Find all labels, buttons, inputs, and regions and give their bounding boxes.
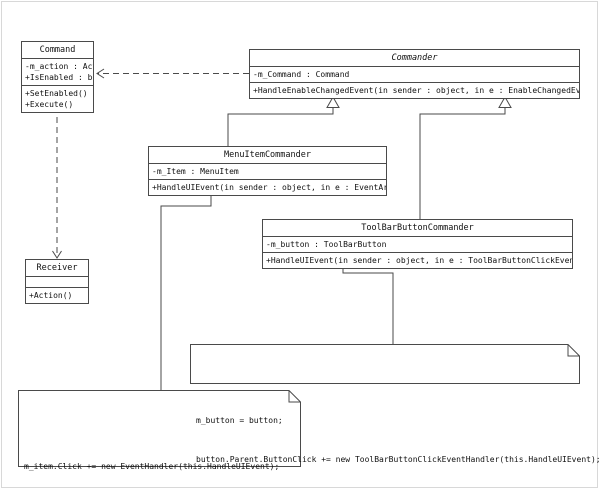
class-commander-attribute-0: -m_Command : Command: [253, 70, 350, 79]
class-commander-operation-0: +HandleEnableChangedEvent(in sender : ob…: [253, 86, 579, 95]
class-command-operation-1: +Execute(): [25, 100, 74, 109]
class-toolbarbuttoncommander-attributes: -m_button : ToolBarButton: [263, 237, 572, 253]
class-command-operation-0: +SetEnabled(): [25, 89, 88, 98]
class-command-attribute-1: +IsEnabled : bool: [25, 73, 93, 82]
note-menuitem-top-line: m_item.Click += new EventHandler(this.Ha…: [24, 462, 280, 471]
class-menuitemcommander-operation-0: +HandleUIEvent(in sender : object, in e …: [152, 183, 386, 192]
class-menuitemcommander-attributes: -m_Item : MenuItem: [149, 164, 386, 180]
class-menuitemcommander-operations: +HandleUIEvent(in sender : object, in e …: [149, 180, 386, 195]
class-toolbarbuttoncommander[interactable]: ToolBarButtonCommander -m_button : ToolB…: [262, 219, 573, 269]
note-menuitemcommander[interactable]: m_item.Click += new EventHandler(this.Ha…: [18, 390, 301, 471]
class-receiver-operation-0: +Action(): [29, 291, 73, 300]
class-commander-title: Commander: [250, 50, 579, 67]
note-toolbarbuttoncommander[interactable]: m_button = button; button.Parent.ButtonC…: [190, 344, 600, 464]
class-command-operations: +SetEnabled() +Execute(): [22, 86, 93, 112]
class-menuitemcommander-title: MenuItemCommander: [149, 147, 386, 164]
class-toolbarbuttoncommander-attribute-0: -m_button : ToolBarButton: [266, 240, 387, 249]
note-toolbar-shape: [190, 344, 580, 384]
class-command[interactable]: Command -m_action : Action +IsEnabled : …: [21, 41, 94, 113]
class-receiver[interactable]: Receiver +Action(): [25, 259, 89, 304]
note-toolbar-body: m_button = button; button.Parent.ButtonC…: [196, 388, 600, 490]
class-command-attributes: -m_action : Action +IsEnabled : bool: [22, 59, 93, 86]
class-toolbarbuttoncommander-operations: +HandleUIEvent(in sender : object, in e …: [263, 253, 572, 268]
note-menuitem-body: m_item.Click += new EventHandler(this.Ha…: [24, 434, 295, 490]
class-toolbarbuttoncommander-title: ToolBarButtonCommander: [263, 220, 572, 237]
class-commander-operations: +HandleEnableChangedEvent(in sender : ob…: [250, 83, 579, 98]
class-commander-attributes: -m_Command : Command: [250, 67, 579, 83]
class-command-title: Command: [22, 42, 93, 59]
class-menuitemcommander[interactable]: MenuItemCommander -m_Item : MenuItem +Ha…: [148, 146, 387, 196]
class-receiver-attributes: [26, 277, 88, 288]
note-toolbar-line-1: button.Parent.ButtonClick += new ToolBar…: [196, 455, 600, 464]
note-toolbar-line-0: m_button = button;: [196, 416, 283, 425]
note-menuitem-shape: [18, 390, 301, 467]
class-toolbarbuttoncommander-operation-0: +HandleUIEvent(in sender : object, in e …: [266, 256, 572, 265]
class-command-attribute-0: -m_action : Action: [25, 62, 93, 71]
class-commander[interactable]: Commander -m_Command : Command +HandleEn…: [249, 49, 580, 99]
class-receiver-operations: +Action(): [26, 288, 88, 303]
class-receiver-title: Receiver: [26, 260, 88, 277]
class-menuitemcommander-attribute-0: -m_Item : MenuItem: [152, 167, 239, 176]
